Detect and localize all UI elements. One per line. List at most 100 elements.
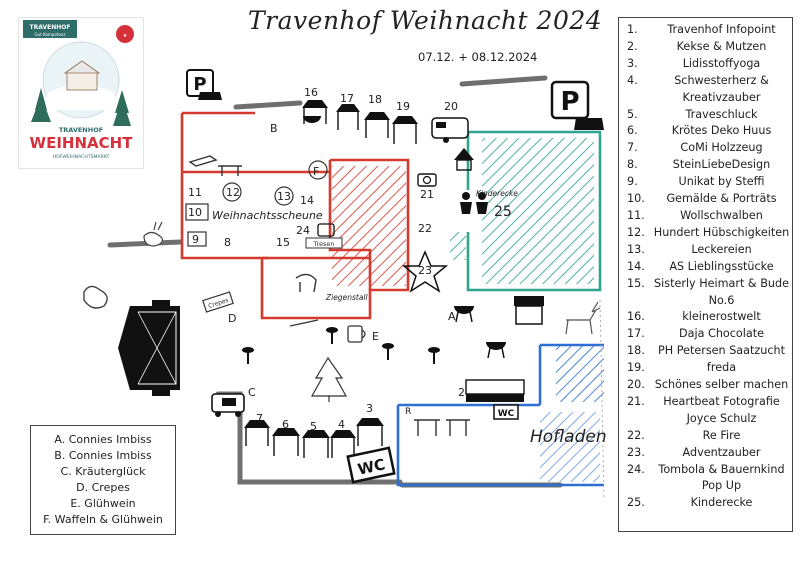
stall-number-20: 20: [444, 100, 458, 113]
vendor-legend-item: 22.Re Fire: [619, 428, 792, 445]
stall-number-6: 6: [282, 418, 289, 431]
vendor-legend-item: 2. Kekse & Mutzen: [619, 39, 792, 56]
vendor-number: 9.: [627, 175, 638, 189]
logo-name: WEIHNACHT: [30, 134, 134, 152]
stall-number-15: 15: [276, 236, 290, 249]
vendor-number: 20.: [627, 378, 645, 392]
vendor-name: Kinderecke: [690, 496, 753, 510]
food-label-b: B: [270, 122, 278, 135]
svg-text:Tresen: Tresen: [312, 240, 334, 248]
vendor-legend-item: 9. Unikat by Steffi: [619, 174, 792, 191]
stall-number-22: 22: [418, 222, 432, 235]
camera-icon: [417, 173, 437, 187]
vendor-legend-item: 1. Travenhof Infopoint: [619, 22, 792, 39]
barn-stall-markers: [185, 160, 328, 247]
food-legend-item: C. Kräuterglück: [60, 465, 146, 478]
teal-hatched-entry: [450, 232, 466, 260]
vendor-legend-item: 10.Gemälde & Porträts: [619, 191, 792, 208]
food-legend-item: B. Connies Imbiss: [54, 449, 152, 462]
stall-number-2: 2: [458, 386, 465, 399]
red-hatched-area: [332, 166, 406, 286]
stall-number-12: 12: [226, 186, 240, 199]
blue-hatched-lower: [540, 412, 600, 482]
vendor-legend-item: 8. SteinLiebeDesign: [619, 157, 792, 174]
vendor-number: 2.: [627, 39, 638, 53]
vendor-number: 1.: [627, 23, 638, 36]
caravan-20: [431, 117, 469, 143]
vendor-name: Leckereien: [691, 242, 752, 256]
vendor-number: 23.: [627, 445, 645, 459]
stall-number-25: 25: [494, 204, 512, 220]
goat-icon: [295, 273, 317, 293]
event-logo: TRAVENHOF Gut Kompetenz ★ TRAVENHOF WEIH…: [18, 17, 144, 169]
kinderecke-building: [466, 130, 602, 292]
tresen-sign: Tresen: [305, 237, 343, 249]
vendor-name: freda: [706, 361, 737, 375]
vendor-name: Gemälde & Porträts: [666, 192, 777, 206]
kiosk-stall: [514, 296, 544, 325]
food-label-e: E: [372, 330, 379, 343]
stall-number-16: 16: [304, 86, 318, 99]
vendor-legend-item: 23. Adventzauber: [619, 445, 792, 462]
vendor-legend-item: 16.kleinerostwelt: [619, 309, 792, 326]
vendor-name: Adventzauber: [682, 445, 761, 459]
vendor-number: 8.: [627, 158, 638, 172]
vendor-legend-item: 15.Sisterly Heimart & Bude No.6: [619, 276, 792, 310]
stall-number-13: 13: [277, 190, 291, 203]
stall-tents-bottom: [244, 418, 384, 438]
vendor-legend-item: 21.Heartbeat Fotografie Joyce Schulz: [619, 394, 792, 428]
star-icon-23: [401, 250, 449, 293]
logo-graphic: TRAVENHOF Gut Kompetenz ★ TRAVENHOF WEIH…: [23, 20, 134, 160]
vendor-name: Unikat by Steffi: [678, 175, 765, 189]
vendor-name: SteinLiebeDesign: [672, 158, 771, 172]
standing-tables: [242, 327, 440, 364]
stall-number-3: 3: [366, 402, 373, 415]
hofladen-label: Hofladen: [530, 427, 607, 447]
logo-sub-text: Gut Kompetenz: [35, 32, 66, 37]
vendor-number: 3.: [627, 56, 638, 70]
house-icon: [454, 148, 474, 171]
crepes-sign: Crepes: [202, 291, 234, 313]
stall-number-19: 19: [396, 100, 410, 113]
logo-tagline: HOFWEIHNACHTSMARKT: [53, 154, 110, 160]
weihnachtsscheune-label: Weihnachtsscheune: [212, 209, 323, 222]
vendor-name: Kekse & Mutzen: [676, 39, 767, 53]
vendor-name: CoMi Holzzeug: [680, 141, 763, 155]
vendor-name: Travenhof Infopoint: [667, 23, 776, 36]
svg-text:WC: WC: [356, 455, 387, 478]
logo-top-text: TRAVENHOF: [30, 24, 71, 31]
vendor-name: Traveschluck: [685, 107, 758, 121]
kids-icon: [460, 192, 488, 214]
barn-tables: [188, 155, 470, 436]
svg-text:P: P: [193, 74, 206, 95]
christmas-tree-icon: [310, 356, 348, 402]
vendor-legend-item: 7. CoMi Holzzeug: [619, 140, 792, 157]
logo-name-top: TRAVENHOF: [59, 126, 103, 134]
stall-number-21: 21: [420, 188, 434, 201]
vendor-number: 19.: [627, 361, 645, 375]
parking-icon-left: P: [186, 69, 222, 100]
food-truck-c: [211, 393, 245, 417]
page-title: Travenhof Weihnacht 2024: [248, 6, 603, 35]
blue-hatched-area: [556, 346, 604, 402]
vendor-legend: 1. Travenhof Infopoint 2. Kekse & Mutzen 3. L…: [618, 17, 793, 532]
stall-number-24: 24: [296, 224, 310, 237]
vendor-legend-item: 14.AS Lieblingsstücke: [619, 259, 792, 276]
grill-icons: [303, 116, 506, 359]
stall-number-17: 17: [340, 92, 354, 105]
event-dates: 07.12. + 08.12.2024: [418, 50, 538, 64]
kinderecke-label: Kinderecke: [476, 189, 518, 198]
vendor-name: Krötes Deko Huus: [671, 124, 772, 138]
vendor-number: 6.: [627, 124, 638, 138]
reindeer-icon: [565, 301, 601, 335]
vendor-name: PH Petersen Saatzucht: [658, 344, 785, 358]
vendor-legend-item: 6. Krötes Deko Huus: [619, 123, 792, 140]
mug-icon: [347, 325, 366, 343]
vendor-name: Heartbeat Fotografie Joyce Schulz: [663, 394, 780, 425]
food-legend-item: D. Crepes: [76, 481, 130, 494]
stall-tents-top: [302, 100, 418, 124]
vendor-name: Schwesterherz & Kreativzauber: [674, 73, 769, 104]
vendor-number: 7.: [627, 141, 638, 155]
vendor-number: 5.: [627, 107, 638, 121]
